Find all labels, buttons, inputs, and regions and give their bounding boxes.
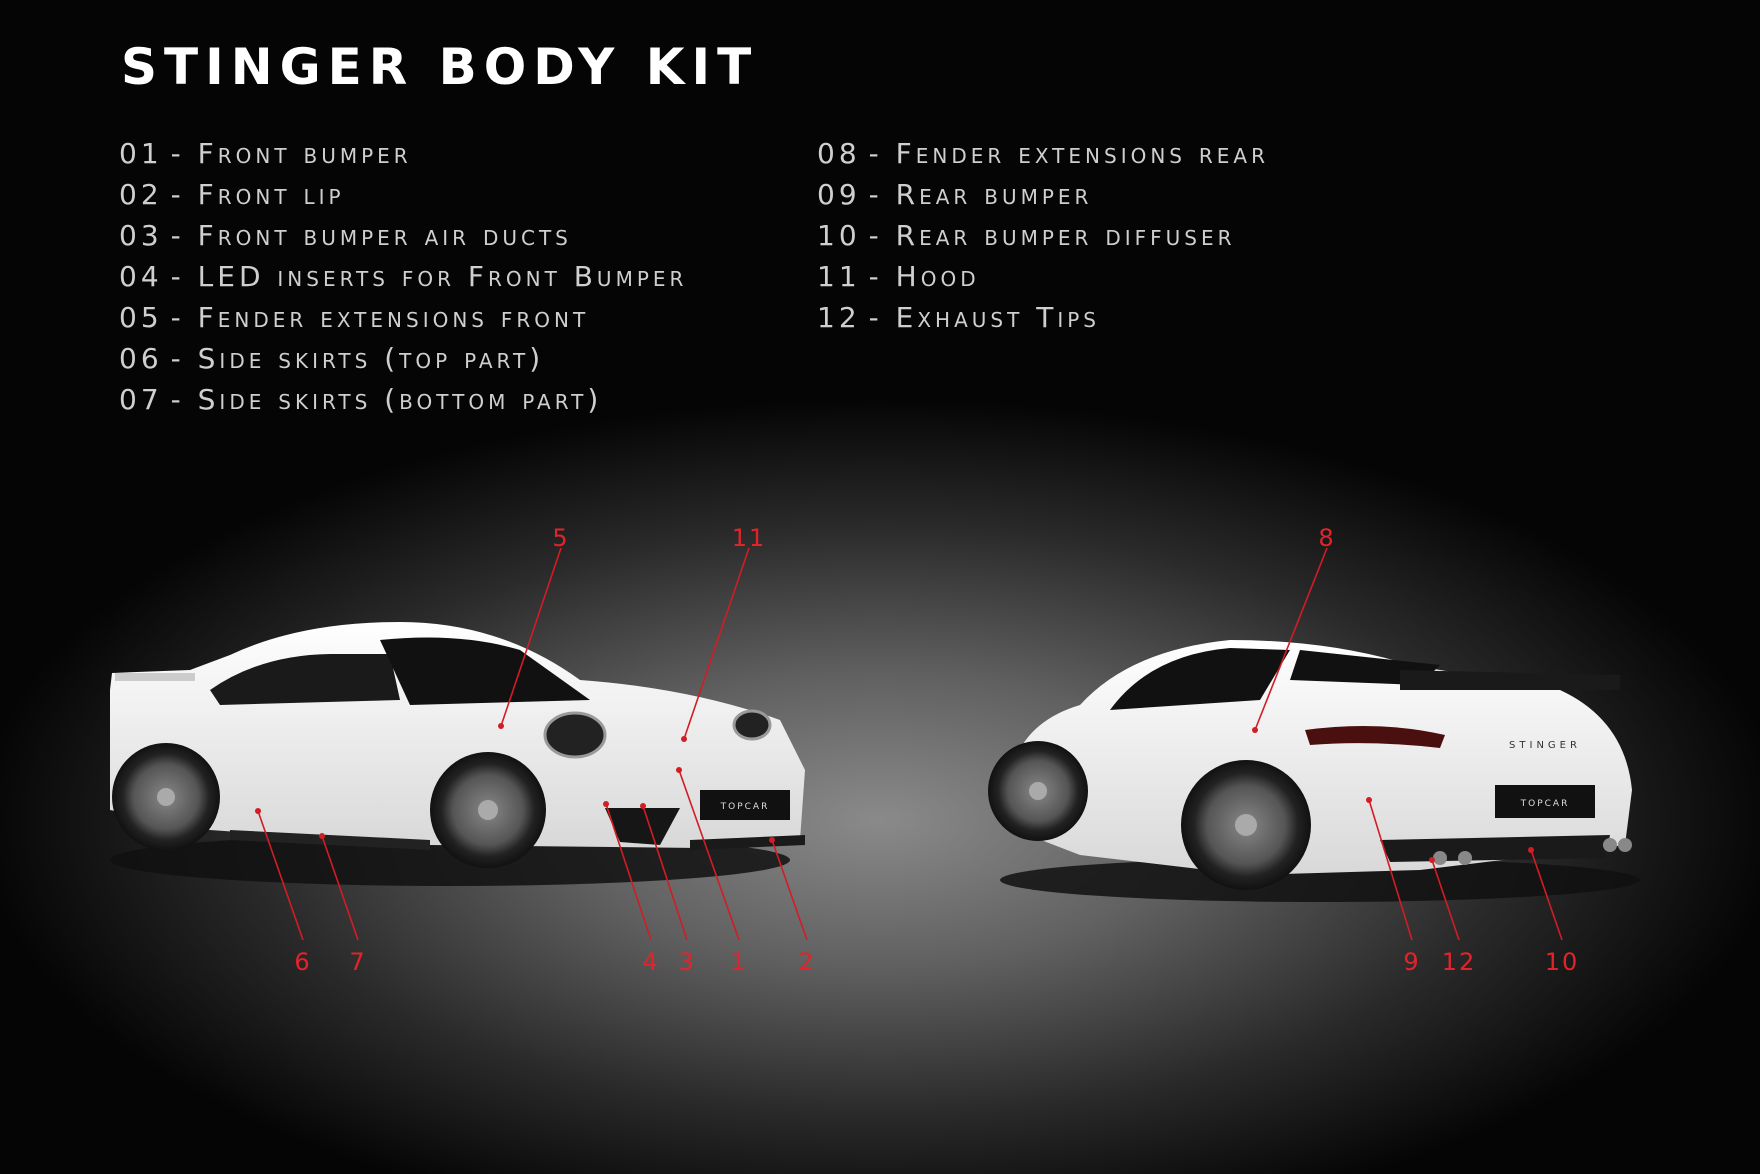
part-label: Front bumper (197, 137, 412, 170)
callout-labels: 5 11 8 6 7 4 3 1 2 9 12 10 (294, 524, 1580, 976)
parts-list-right: 08- Fender extensions rear 09- Rear bump… (817, 136, 1269, 341)
callout-1: 1 (730, 948, 747, 976)
part-label: Side skirts (top part) (197, 342, 545, 375)
callout-12: 12 (1442, 948, 1477, 976)
part-number: 04 (119, 260, 163, 293)
part-label: Front bumper air ducts (197, 219, 572, 252)
part-number: 10 (817, 219, 861, 252)
part-label: Front lip (197, 178, 345, 211)
callout-10: 10 (1545, 948, 1580, 976)
list-item: 11- Hood (817, 260, 980, 293)
part-label: Side skirts (bottom part) (197, 383, 603, 416)
callout-3: 3 (678, 948, 695, 976)
part-number: 12 (817, 301, 861, 334)
part-number: 07 (119, 383, 163, 416)
callout-5: 5 (552, 524, 569, 552)
part-number: 01 (119, 137, 163, 170)
rear-badge-logo: STINGER (1509, 740, 1581, 751)
part-label: LED inserts for Front Bumper (197, 260, 688, 293)
part-label: Fender extensions front (197, 301, 590, 334)
callout-lines (255, 547, 1563, 941)
list-item: 08- Fender extensions rear (817, 137, 1269, 170)
parts-list-left: 01- Front bumper 02- Front lip 03- Front… (119, 136, 687, 423)
list-item: 03- Front bumper air ducts (119, 219, 572, 252)
part-number: 09 (817, 178, 861, 211)
part-number: 08 (817, 137, 861, 170)
callout-2: 2 (798, 948, 815, 976)
part-number: 05 (119, 301, 163, 334)
part-label: Exhaust Tips (895, 301, 1100, 334)
part-label: Rear bumper (895, 178, 1093, 211)
callout-9: 9 (1403, 948, 1420, 976)
list-item: 10- Rear bumper diffuser (817, 219, 1236, 252)
list-item: 06- Side skirts (top part) (119, 342, 545, 375)
part-label: Rear bumper diffuser (895, 219, 1236, 252)
part-label: Hood (895, 260, 980, 293)
part-number: 11 (817, 260, 861, 293)
front-car-image: TOPCAR (110, 622, 805, 886)
callout-11: 11 (732, 524, 767, 552)
list-item: 07- Side skirts (bottom part) (119, 383, 603, 416)
list-item: 12- Exhaust Tips (817, 301, 1100, 334)
plate-logo: TOPCAR (1520, 799, 1570, 809)
callout-6: 6 (294, 948, 311, 976)
part-number: 03 (119, 219, 163, 252)
list-item: 04- LED inserts for Front Bumper (119, 260, 688, 293)
callout-7: 7 (349, 948, 366, 976)
part-number: 02 (119, 178, 163, 211)
plate-logo: TOPCAR (720, 802, 770, 812)
page-title: STINGER BODY KIT (121, 38, 759, 96)
callout-4: 4 (642, 948, 659, 976)
part-label: Fender extensions rear (895, 137, 1269, 170)
rear-wing (1400, 670, 1620, 690)
list-item: 02- Front lip (119, 178, 345, 211)
list-item: 05- Fender extensions front (119, 301, 590, 334)
list-item: 09- Rear bumper (817, 178, 1093, 211)
rear-car-image: STINGER TOPCAR (988, 640, 1640, 902)
list-item: 01- Front bumper (119, 137, 412, 170)
part-number: 06 (119, 342, 163, 375)
callout-8: 8 (1318, 524, 1335, 552)
